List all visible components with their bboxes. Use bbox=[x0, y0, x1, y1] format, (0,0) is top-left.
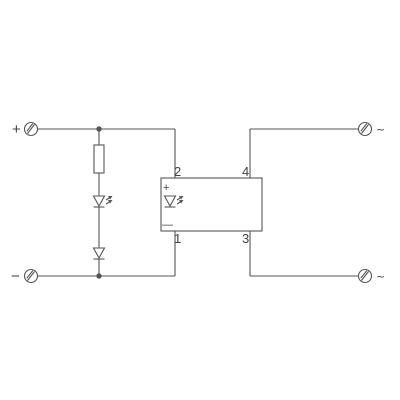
relay-pin-2-label: 2 bbox=[174, 164, 181, 179]
terminal-ac-top: ~ bbox=[357, 121, 385, 137]
terminal-negative-label: − bbox=[11, 268, 20, 285]
screw-terminal-icon bbox=[357, 268, 373, 284]
relay-module: + — 2 1 4 3 bbox=[160, 164, 263, 246]
relay-plus-mark: + bbox=[163, 182, 169, 194]
diode-icon bbox=[92, 247, 106, 260]
relay-pin-1-label: 1 bbox=[174, 231, 181, 246]
junction-dot-icon bbox=[96, 126, 102, 132]
screw-terminal-icon bbox=[357, 121, 373, 137]
relay-pin-4-label: 4 bbox=[242, 164, 249, 179]
relay-minus-mark: — bbox=[162, 219, 173, 231]
junction-dot-icon bbox=[96, 273, 102, 279]
terminal-ac-top-label: ~ bbox=[376, 123, 385, 136]
input-wiring bbox=[38, 128, 176, 277]
relay-body bbox=[160, 177, 263, 232]
relay-pin-3-label: 3 bbox=[242, 231, 249, 246]
resistor-icon bbox=[93, 144, 105, 174]
terminal-negative: − bbox=[11, 268, 39, 285]
screw-terminal-icon bbox=[23, 268, 39, 284]
optocoupler-led-icon bbox=[163, 195, 184, 208]
led-icon bbox=[92, 195, 113, 208]
screw-terminal-icon bbox=[23, 121, 39, 137]
output-wiring bbox=[249, 128, 358, 277]
terminal-ac-bottom-label: ~ bbox=[376, 270, 385, 283]
terminal-positive-label: + bbox=[12, 121, 21, 138]
terminal-ac-bottom: ~ bbox=[357, 268, 385, 284]
terminal-positive: + bbox=[12, 121, 39, 138]
